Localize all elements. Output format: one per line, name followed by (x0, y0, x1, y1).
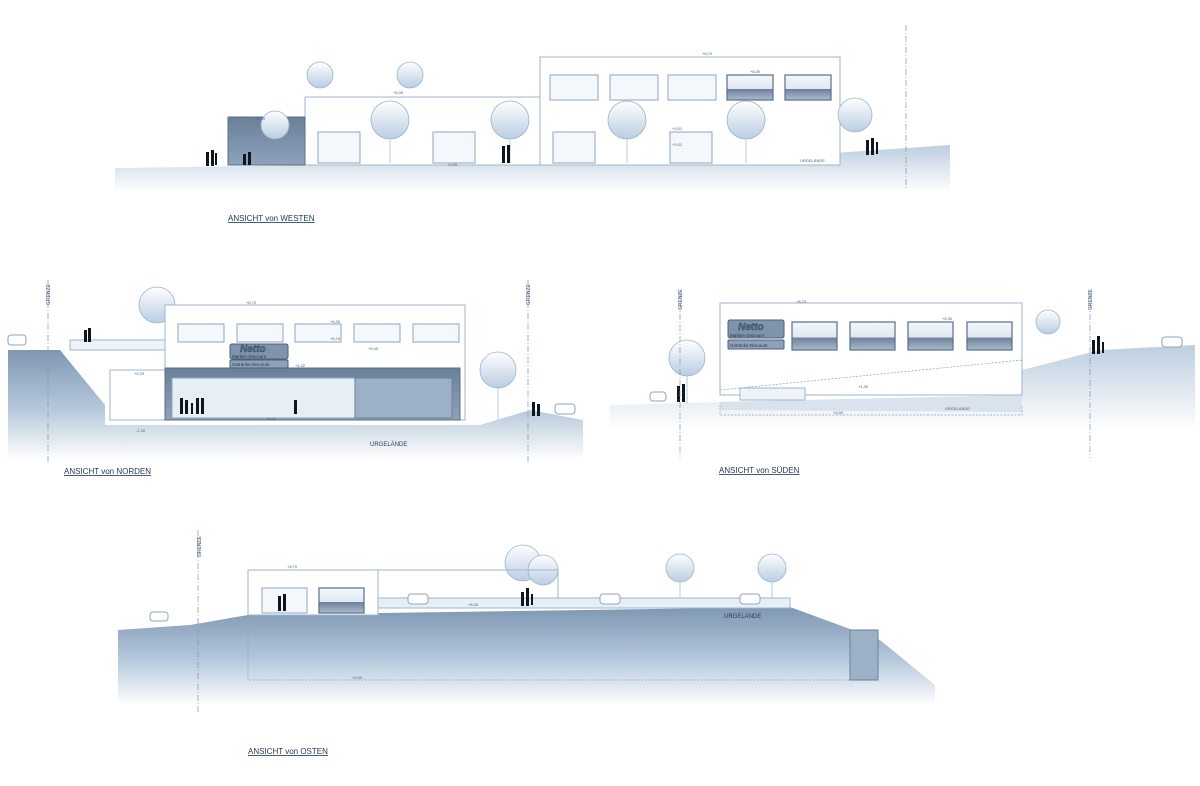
elevation-south: Netto Marken-Discount Getränke-Discount … (610, 289, 1195, 475)
store-sign: Netto Marken-Discount Getränke-Discount (229, 343, 289, 369)
car-icon (407, 593, 429, 605)
ground-label: URGELÄNDE (800, 158, 825, 163)
level-label: +3,30 (255, 116, 266, 121)
level-label: +6,30 (393, 90, 404, 95)
tree-icon (490, 100, 530, 140)
window (609, 74, 659, 101)
window (726, 74, 774, 101)
ground-terrain (8, 350, 583, 460)
ground-label: URGELÄNDE (370, 441, 407, 448)
shopfront-window (317, 131, 361, 164)
tree-icon (665, 553, 695, 583)
level-label: +6,30 (468, 602, 479, 607)
boundary-label: GRENZE (678, 289, 684, 311)
tree-icon (1035, 309, 1061, 335)
tree-icon (479, 351, 517, 389)
level-label: +3,01 (672, 142, 683, 147)
level-label: +6,74 (330, 336, 341, 341)
level-label: -1,30 (136, 428, 146, 433)
level-label: +1,30 (858, 384, 869, 389)
window (667, 74, 717, 101)
sign-line-2: Getränke-Discount (730, 343, 768, 348)
window (549, 74, 599, 101)
window (412, 323, 460, 343)
car-icon (7, 334, 27, 346)
sign-line-1: Marken-Discount (730, 333, 765, 338)
sign-line-2: Getränke-Discount (232, 362, 270, 367)
level-label: +8,70 (702, 51, 713, 56)
level-label: +0,00 (833, 410, 844, 415)
boundary-label: GRENZE (46, 284, 52, 306)
level-label: +8,70 (796, 299, 807, 304)
shopfront-window (432, 131, 476, 164)
window (177, 323, 225, 343)
window (294, 323, 342, 343)
people-silhouettes (278, 588, 533, 611)
window (353, 323, 401, 343)
window (784, 74, 832, 101)
level-label: +3,01 (672, 126, 683, 131)
view-title-south: ANSICHT von SÜDEN (719, 466, 800, 475)
brand-logo: Netto (240, 344, 266, 355)
tree-icon (726, 100, 766, 140)
elevation-north: Netto Marken-Discount Getränke-Discount … (7, 280, 583, 476)
level-label: +6,30 (330, 319, 341, 324)
window (318, 587, 365, 614)
level-label: +8,30 (750, 69, 761, 74)
level-label: +8,70 (246, 300, 257, 305)
window (907, 321, 954, 351)
elevation-west: +8,70 +6,30 +8,30 +3,01 +3,01 +0,00 +3,3… (115, 25, 950, 223)
level-label: +4,29 (134, 371, 145, 376)
level-label: +4,32 (295, 363, 306, 368)
ground-label: URGELÄNDE (724, 613, 761, 620)
car-icon (149, 611, 169, 622)
ground-label: URGELÄNDE (945, 406, 970, 411)
view-title-north: ANSICHT von NORDEN (64, 467, 151, 476)
car-icon (599, 593, 621, 605)
tree-icon (668, 339, 706, 377)
view-title-west: ANSICHT von WESTEN (228, 214, 315, 223)
ground-terrain (115, 145, 950, 192)
window (236, 323, 284, 343)
tree-icon (837, 97, 873, 133)
sign-line-1: Marken-Discount (232, 354, 267, 359)
boundary-label: GRENZE (1088, 289, 1094, 311)
ground-terrain (118, 607, 935, 705)
people-silhouettes (206, 138, 878, 166)
people-silhouettes (84, 328, 540, 416)
tree-icon (306, 61, 334, 89)
tree-icon (396, 61, 424, 89)
brand-logo: Netto (738, 322, 764, 333)
view-title-east: ANSICHT von OSTEN (248, 747, 328, 756)
car-icon (554, 403, 576, 415)
elevation-east: GRENZE +8,70 +6,30 +0,00 URGELÄNDE ANSIC… (118, 530, 935, 756)
shopfront-window (552, 131, 596, 164)
people-silhouettes (677, 336, 1104, 402)
level-label: +8,70 (287, 564, 298, 569)
retaining-wall (849, 629, 879, 681)
car-icon (739, 593, 761, 605)
level-label: +5,40 (368, 346, 379, 351)
car-icon (1161, 336, 1183, 348)
boundary-label: GRENZE (197, 536, 203, 558)
level-label: +0,00 (447, 162, 458, 167)
tree-icon (260, 110, 290, 140)
level-label: +6,30 (942, 316, 953, 321)
parking-railing (377, 597, 791, 609)
window (791, 321, 838, 351)
car-icon (649, 391, 667, 402)
store-sign: Netto Marken-Discount Getränke-Discount (727, 319, 785, 350)
window (966, 321, 1013, 351)
level-label: +0,00 (352, 675, 363, 680)
tree-icon (607, 100, 647, 140)
shopfront-window (669, 131, 713, 164)
window (849, 321, 896, 351)
boundary-label: GRENZE (526, 284, 532, 306)
level-label: +0,00 (266, 416, 277, 421)
ramp-entrance (109, 369, 166, 421)
tree-icon (757, 553, 787, 583)
tree-icon (370, 100, 410, 140)
